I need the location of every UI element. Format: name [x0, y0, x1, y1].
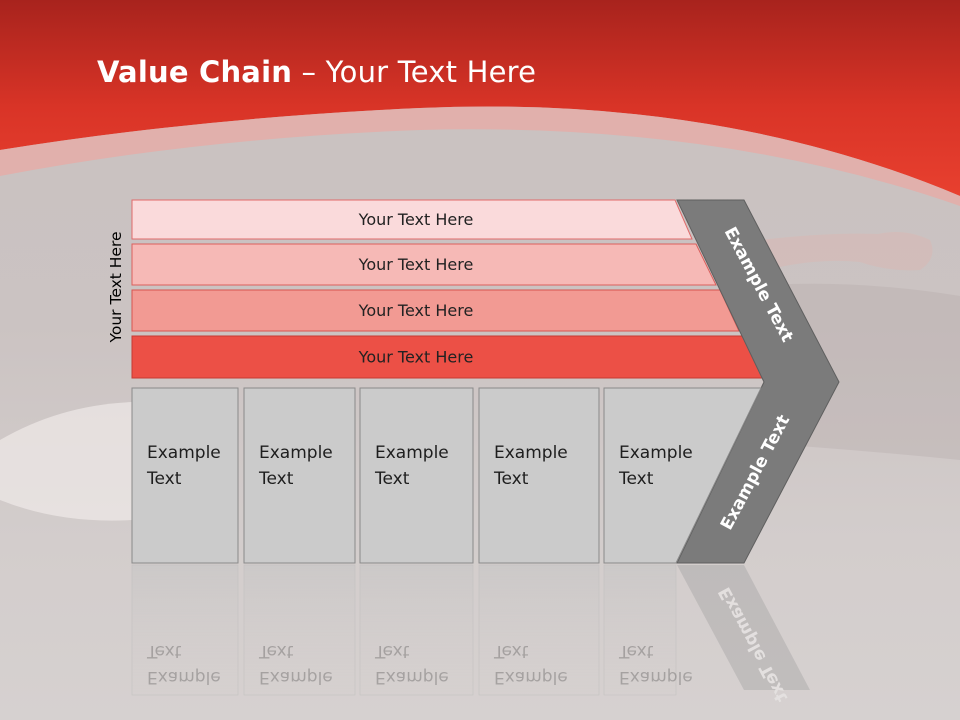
support-row-2-label: Your Text Here [358, 255, 474, 274]
reflection-line1: Example [147, 667, 221, 687]
support-row-3 [131, 289, 740, 332]
slide-title-bold: Value Chain [97, 55, 293, 89]
primary-activity-2-reflection [243, 564, 356, 696]
support-row-3-label: Your Text Here [358, 301, 474, 320]
primary-activity-5-reflection [603, 564, 677, 696]
primary-activity-2-text-reflection: Example Text [258, 641, 333, 687]
primary-activity-1 [131, 387, 239, 564]
primary-activity-4 [478, 387, 600, 564]
reflection-line1: Example [619, 667, 693, 687]
primary-activity-2-line2: Text [258, 469, 294, 489]
support-row-4-label: Your Text Here [358, 348, 474, 367]
support-row-1-label: Your Text Here [358, 210, 474, 229]
primary-activity-1-reflection [131, 564, 239, 696]
reflection-line2: Text [618, 641, 654, 661]
slide-title: Value Chain – Your Text Here [97, 55, 536, 89]
header-swoosh [0, 106, 960, 206]
primary-activity-5-text-reflection: Example Text [618, 641, 693, 687]
primary-activity-4-reflection [478, 564, 600, 696]
primary-activity-3 [359, 387, 474, 564]
primary-activity-4-line2: Text [493, 469, 529, 489]
primary-activity-1-line2: Text [146, 469, 182, 489]
reflection-line2: Text [258, 641, 294, 661]
reflection-line1: Example [375, 667, 449, 687]
primary-activity-4-line1: Example [494, 443, 568, 463]
reflection-line2: Text [374, 641, 410, 661]
primary-activity-5-line2: Text [618, 469, 654, 489]
reflection-line1: Example [494, 667, 568, 687]
reflection-line1: Example [259, 667, 333, 687]
support-row-2 [131, 243, 717, 286]
primary-activity-3-text-reflection: Example Text [374, 641, 449, 687]
chevron-reflection [677, 565, 810, 690]
background-photo-fur [0, 402, 132, 521]
diagram-reflection: Example Text [677, 565, 810, 705]
primary-activity-1-text-reflection: Example Text [146, 641, 221, 687]
reflection-line2: Text [146, 641, 182, 661]
support-row-1 [131, 199, 693, 240]
primary-activity-1-line1: Example [147, 443, 221, 463]
primary-activity-5-line1: Example [619, 443, 693, 463]
header-band [0, 0, 960, 196]
slide-title-rest: – Your Text Here [292, 55, 537, 89]
primary-activity-2-line1: Example [259, 443, 333, 463]
primary-activity-5 [603, 387, 762, 564]
margin-chevron [676, 199, 840, 564]
reflection-line2: Text [493, 641, 529, 661]
primary-activity-4-text-reflection: Example Text [493, 641, 568, 687]
side-label: Your Text Here [107, 231, 125, 343]
primary-activity-3-line1: Example [375, 443, 449, 463]
background-photo-arm [760, 232, 933, 271]
primary-activity-3-line2: Text [374, 469, 410, 489]
primary-activity-2 [243, 387, 356, 564]
primary-activity-3-reflection [359, 564, 474, 696]
